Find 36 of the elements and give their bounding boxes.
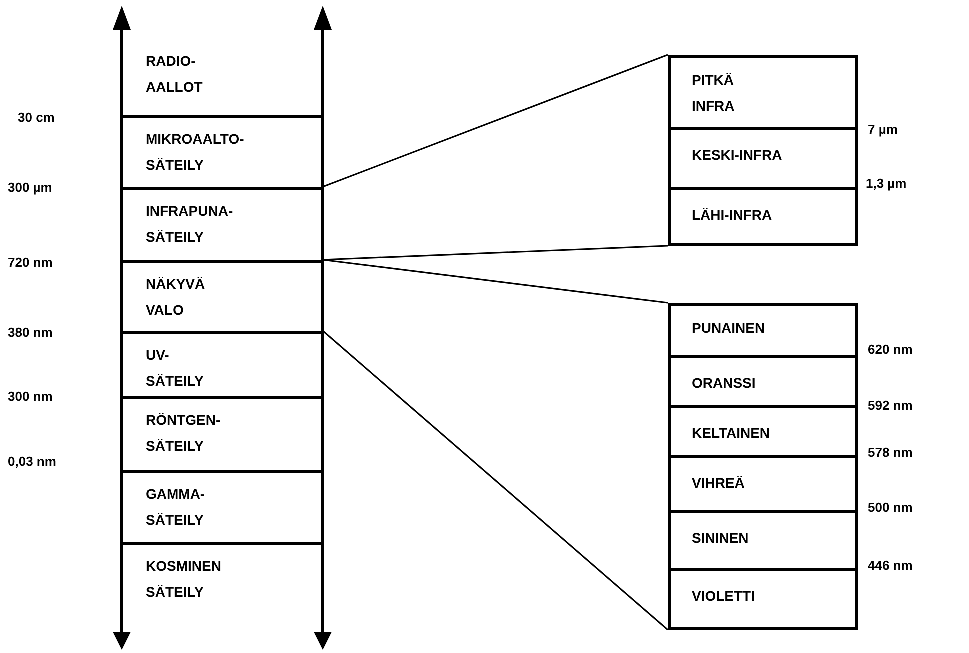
band-label: GAMMA- SÄTEILY: [146, 485, 206, 530]
wavelength-label: 300 µm: [8, 180, 52, 196]
wavelength-label: 30 cm: [18, 110, 55, 126]
band-label: PUNAINEN: [692, 319, 766, 338]
zoom-line: [322, 330, 669, 631]
zoom-line: [322, 259, 668, 304]
band-label: RADIO- AALLOT: [146, 52, 204, 97]
wavelength-label: 7 µm: [868, 122, 898, 138]
wavelength-label: 620 nm: [868, 342, 913, 358]
stack-box: [668, 55, 858, 246]
band-label: UV- SÄTEILY: [146, 346, 205, 391]
band-label: VIOLETTI: [692, 587, 756, 606]
stack-box: [668, 303, 858, 630]
wavelength-label: 720 nm: [8, 255, 53, 271]
band-label: KESKI-INFRA: [692, 146, 784, 165]
band-label: ORANSSI: [692, 374, 757, 393]
band-label: INFRAPUNA- SÄTEILY: [146, 202, 234, 247]
wavelength-label: 380 nm: [8, 325, 53, 341]
band-label: SININEN: [692, 529, 750, 548]
wavelength-label: 592 nm: [868, 398, 913, 414]
wavelength-label: 446 nm: [868, 558, 913, 574]
band-label: RÖNTGEN- SÄTEILY: [146, 411, 222, 456]
band-label: NÄKYVÄ VALO: [146, 275, 206, 320]
band-label: MIKROAALTO- SÄTEILY: [146, 130, 246, 175]
wavelength-label: 300 nm: [8, 389, 53, 405]
band-label: KOSMINEN SÄTEILY: [146, 557, 222, 602]
wavelength-label: 578 nm: [868, 445, 913, 461]
band-label: PITKÄ INFRA: [692, 71, 736, 116]
wavelength-label: 0,03 nm: [8, 454, 56, 470]
wavelength-label: 1,3 µm: [866, 176, 907, 192]
band-label: LÄHI-INFRA: [692, 206, 774, 225]
wavelength-label: 500 nm: [868, 500, 913, 516]
band-label: VIHREÄ: [692, 474, 746, 493]
zoom-line: [322, 245, 668, 261]
zoom-line: [322, 54, 668, 188]
band-label: KELTAINEN: [692, 424, 772, 443]
